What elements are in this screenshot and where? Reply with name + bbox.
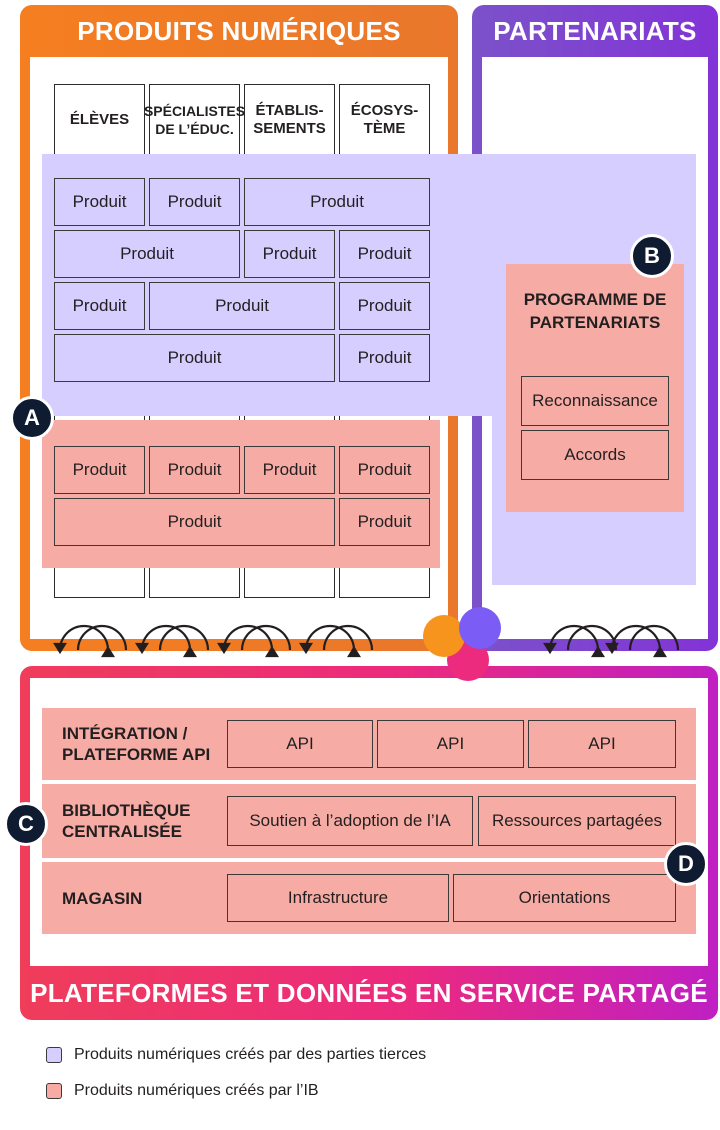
connector-arrowhead: [653, 645, 667, 658]
product-box: Produit: [149, 446, 240, 494]
partnership-program-box: PROGRAMME DE PARTENARIATS Reconnaissance…: [506, 264, 684, 512]
audience-column-header: ÉTABLIS- SEMENTS: [244, 84, 335, 156]
connector-chain: [53, 607, 680, 681]
platform-item-box: API: [227, 720, 373, 768]
product-box: Produit: [339, 446, 430, 494]
product-box: Produit: [244, 446, 335, 494]
platform-row-label: BIBLIOTHÈQUE CENTRALISÉE: [62, 801, 191, 841]
connector-loop-upper: [610, 624, 662, 651]
connector-loop-upper: [140, 624, 192, 651]
badge-c: C: [4, 802, 48, 846]
product-box: Produit: [339, 498, 430, 546]
platform-row-label: MAGASIN: [62, 888, 143, 908]
legend-label: Produits numériques créés par des partie…: [74, 1046, 427, 1063]
connector-loop-upper: [58, 624, 110, 651]
agreements-item: Accords: [521, 430, 669, 480]
partnership-program-title: PROGRAMME DE PARTENARIATS: [523, 290, 667, 332]
connector-arrowhead: [299, 642, 313, 655]
platform-item-box: API: [528, 720, 676, 768]
product-box: Produit: [54, 334, 335, 382]
platform-item-box: API: [377, 720, 524, 768]
platform-row-label: INTÉGRATION / PLATEFORME API: [62, 724, 211, 764]
recognition-item: Reconnaissance: [521, 376, 669, 426]
connector-loop-upper: [304, 624, 356, 651]
connector-arrowhead: [217, 642, 231, 655]
platform-item-box: Orientations: [453, 874, 676, 922]
connector-arrowhead: [183, 645, 197, 658]
connector-arrowhead: [591, 645, 605, 658]
product-box: Produit: [54, 230, 240, 278]
product-box: Produit: [339, 334, 430, 382]
badge-a: A: [10, 396, 54, 440]
legend-swatch-purple: [46, 1047, 62, 1063]
product-box: Produit: [54, 446, 145, 494]
badge-b: B: [630, 234, 674, 278]
product-box: Produit: [54, 178, 145, 226]
legend-item-third-party: Produits numériques créés par des partie…: [46, 1046, 426, 1064]
connector-arrowhead: [135, 642, 149, 655]
platform-item-box: Soutien à l’adoption de l’IA: [227, 796, 473, 846]
connector-loop-lower: [322, 624, 374, 651]
audience-column-header: ÉLÈVES: [54, 84, 145, 156]
connector-arrowhead: [605, 642, 619, 655]
badge-d: D: [664, 842, 708, 886]
platform-item-box: Infrastructure: [227, 874, 449, 922]
legend-swatch-pink: [46, 1083, 62, 1099]
connector-loop-lower: [240, 624, 292, 651]
connector-arrowhead: [101, 645, 115, 658]
product-box: Produit: [339, 230, 430, 278]
orange-circle: [423, 615, 465, 657]
connector-arrowhead: [543, 642, 557, 655]
legend-item-ib: Produits numériques créés par l’IB: [46, 1082, 319, 1100]
connector-arrowhead: [265, 645, 279, 658]
product-box: Produit: [149, 282, 335, 330]
connector-loop-upper: [222, 624, 274, 651]
product-box: Produit: [149, 178, 240, 226]
product-box: Produit: [339, 282, 430, 330]
product-box: Produit: [54, 282, 145, 330]
platform-item-box: Ressources partagées: [478, 796, 676, 846]
connector-arrowhead: [53, 642, 67, 655]
product-box: Produit: [244, 178, 430, 226]
shared-platforms-title: PLATEFORMES ET DONNÉES EN SERVICE PARTAG…: [30, 977, 708, 1008]
audience-column-header: ÉCOSYS- TÈME: [339, 84, 430, 156]
product-box: Produit: [244, 230, 335, 278]
connector-loop-lower: [76, 624, 128, 651]
connector-loop-upper: [548, 624, 600, 651]
digital-products-title: PRODUITS NUMÉRIQUES: [77, 15, 401, 46]
connector-arrowhead: [347, 645, 361, 658]
partnerships-title: PARTENARIATS: [493, 15, 697, 46]
audience-column-header: SPÉCIALISTES DE L’ÉDUC.: [144, 84, 245, 156]
violet-circle: [459, 607, 501, 649]
connector-loop-lower: [158, 624, 210, 651]
product-box: Produit: [54, 498, 335, 546]
connector-loop-lower: [628, 624, 680, 651]
legend-label: Produits numériques créés par l’IB: [74, 1082, 319, 1099]
